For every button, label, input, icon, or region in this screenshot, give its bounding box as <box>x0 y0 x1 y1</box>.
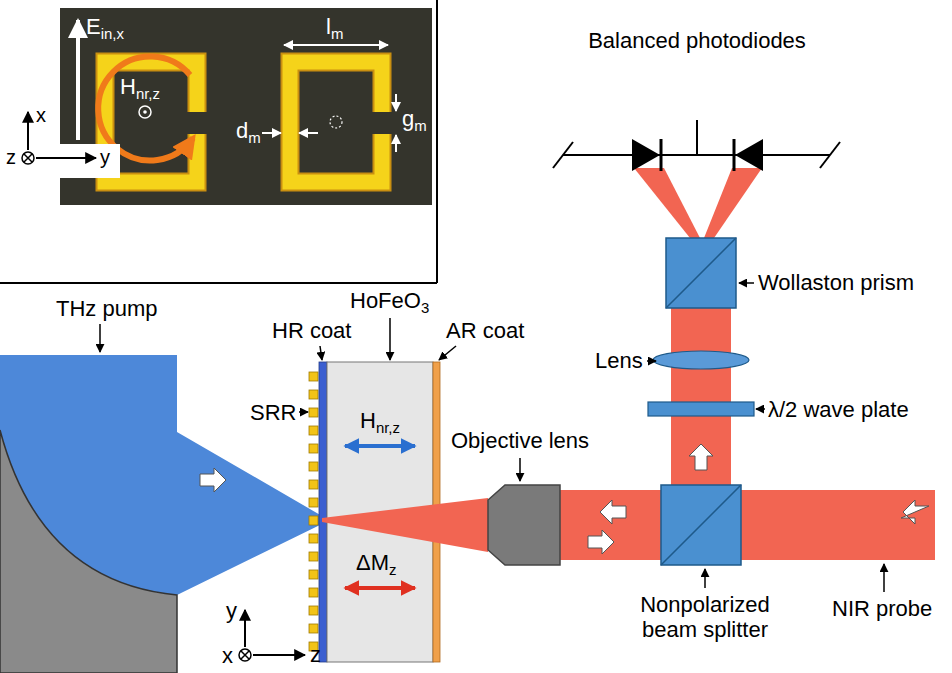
part-label: Balanced photodiodes <box>588 28 806 53</box>
direction-arrow <box>588 530 614 554</box>
split-beam <box>704 168 762 238</box>
field-subscript: nr,z <box>136 85 160 102</box>
field-label: E <box>86 14 101 39</box>
dimension-arrow <box>284 44 388 46</box>
dashed-circle <box>330 116 342 128</box>
direction-arrow <box>689 444 713 470</box>
objective-lens <box>488 485 560 565</box>
axis-label: x <box>36 104 46 127</box>
photodiode-circuit <box>553 120 840 171</box>
axis-arrow <box>244 610 246 647</box>
srr-outline <box>290 62 382 182</box>
part-label: Wollaston prism <box>758 270 914 295</box>
field-subscript: in,x <box>101 25 124 42</box>
magnetization-subscript: z <box>389 561 396 578</box>
beam-splitter <box>661 485 741 565</box>
inset-frame <box>0 282 437 284</box>
leader-arrow <box>519 458 521 481</box>
layer-label: HR coat <box>272 318 351 343</box>
leader-arrow <box>389 318 391 360</box>
formula-subscript: 3 <box>421 299 429 316</box>
part-label: Nonpolarized beam splitter <box>625 592 785 643</box>
dimension-arrow <box>262 132 281 134</box>
magnetization-label: ΔM <box>356 550 389 575</box>
axis-into-page <box>239 649 251 661</box>
field-label: H <box>120 74 136 99</box>
axis-into-page <box>241 651 249 659</box>
direction-arrow <box>901 500 929 524</box>
dimension-label: g <box>402 106 414 131</box>
dimension-label: l <box>326 14 331 39</box>
srr-array <box>309 372 318 651</box>
field-arrow <box>76 20 80 140</box>
crystal-label: HoFeO <box>350 288 421 313</box>
axes-ground <box>0 144 120 178</box>
axis-label: y <box>226 598 237 623</box>
axis-into-page <box>22 152 34 164</box>
dimension-label: d <box>236 118 248 143</box>
out-of-plane-symbol <box>139 106 151 118</box>
axis-arrow <box>27 112 29 150</box>
leader-arrow <box>439 346 456 360</box>
field-subscript: nr,z <box>376 419 400 436</box>
magnetization-double-arrow <box>345 586 415 590</box>
part-label: λ/2 wave plate <box>768 397 909 422</box>
dimension-arrow <box>299 132 318 134</box>
out-of-plane-symbol <box>143 110 147 114</box>
leader-arrow <box>883 564 885 592</box>
direction-arrow <box>600 500 626 524</box>
srr-shape <box>290 62 382 182</box>
lens <box>653 351 749 369</box>
wave-plate <box>648 402 754 416</box>
axis-label: y <box>100 146 110 169</box>
axis-label: z <box>6 146 16 169</box>
field-label: H <box>360 408 376 433</box>
dimension-arrow <box>395 135 397 152</box>
dimension-subscript: m <box>414 117 426 134</box>
split-beam <box>634 168 700 238</box>
direction-arrow <box>200 468 226 492</box>
dimension-arrow <box>395 94 397 111</box>
axis-label: z <box>310 642 321 667</box>
leader-arrow <box>320 346 322 360</box>
leader-arrow <box>704 569 706 588</box>
probe-beam <box>671 308 731 490</box>
leader-arrow <box>756 408 765 410</box>
probe-focus <box>322 498 488 552</box>
inset-frame <box>436 0 438 283</box>
part-label: Lens <box>595 348 643 373</box>
probe-beam <box>560 490 935 560</box>
beam-label: NIR probe <box>832 596 932 621</box>
leader-arrow <box>99 324 101 352</box>
wollaston-prism <box>666 238 736 308</box>
dimension-subscript: m <box>248 129 260 146</box>
beam-label: THz pump <box>56 296 157 321</box>
wollaston-prism <box>666 238 736 308</box>
part-label: Objective lens <box>451 428 589 453</box>
beam-splitter <box>661 485 741 565</box>
part-label: SRR <box>250 400 296 425</box>
axis-arrow <box>253 654 305 656</box>
leader-arrow <box>739 282 754 284</box>
axis-into-page <box>24 154 32 162</box>
layer-label: AR coat <box>446 318 524 343</box>
leader-arrow <box>299 411 308 413</box>
parabolic-mirror <box>0 430 177 673</box>
field-double-arrow <box>345 444 415 448</box>
axis-arrow <box>36 157 96 159</box>
dimension-subscript: m <box>331 25 343 42</box>
leader-arrow <box>647 360 656 362</box>
hr-coating <box>319 362 327 662</box>
axis-label: x <box>222 643 233 668</box>
